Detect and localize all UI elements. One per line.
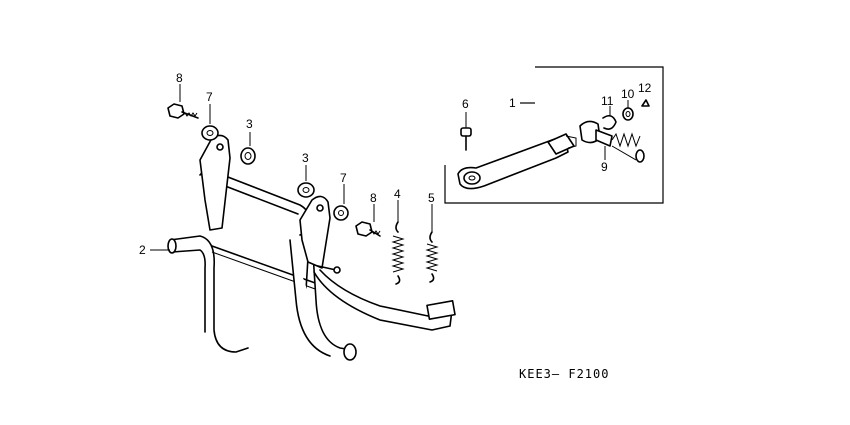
kick-starter-spindle[interactable] (579, 120, 645, 163)
washer-lower[interactable] (333, 205, 349, 221)
circlip-12[interactable] (641, 99, 650, 107)
washer-upper[interactable] (201, 125, 219, 141)
collar-upper[interactable] (240, 147, 256, 165)
callout-5: 5 (428, 191, 435, 205)
main-stand[interactable] (167, 134, 456, 361)
callout-3-upper: 3 (246, 117, 253, 131)
diagram-code: KEE3– F2100 (519, 367, 609, 381)
callout-10: 10 (621, 87, 635, 101)
spring-4[interactable] (391, 221, 405, 285)
callout-11: 11 (601, 94, 614, 108)
bolt-6[interactable] (460, 127, 472, 151)
kick-starter-group-box (444, 66, 664, 204)
callout-7-upper: 7 (206, 90, 213, 104)
spring-clip-11[interactable] (602, 114, 617, 130)
bolt-lower[interactable] (355, 221, 381, 237)
spring-5[interactable] (425, 231, 439, 283)
callout-4: 4 (394, 187, 401, 201)
callout-2: 2 (139, 243, 146, 257)
callout-3-lower: 3 (302, 151, 309, 165)
collar-lower[interactable] (297, 182, 315, 198)
callout-9: 9 (601, 160, 608, 174)
kick-starter-arm[interactable] (457, 133, 577, 190)
callout-8-upper: 8 (176, 71, 183, 85)
callout-12: 12 (638, 81, 652, 95)
callout-7-lower: 7 (340, 171, 347, 185)
bolt-upper[interactable] (167, 103, 199, 119)
callout-6: 6 (462, 97, 469, 111)
callout-8-lower: 8 (370, 191, 377, 205)
washer-10[interactable] (622, 107, 634, 121)
callout-1: 1 (509, 96, 516, 110)
